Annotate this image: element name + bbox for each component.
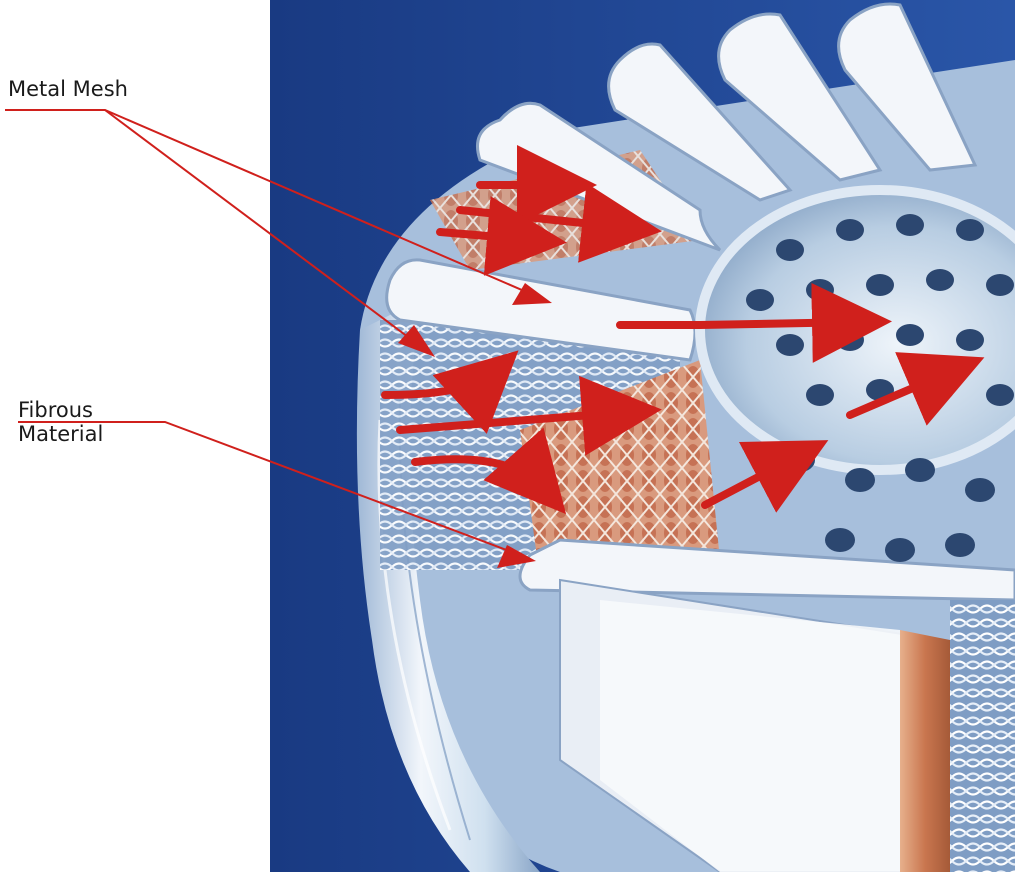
fibrous-label-line1: Fibrous <box>18 398 103 422</box>
metal-mesh-label: Metal Mesh <box>8 77 128 101</box>
fibrous-label-line2: Material <box>18 422 103 446</box>
fibrous-material-label: Fibrous Material <box>18 398 103 446</box>
